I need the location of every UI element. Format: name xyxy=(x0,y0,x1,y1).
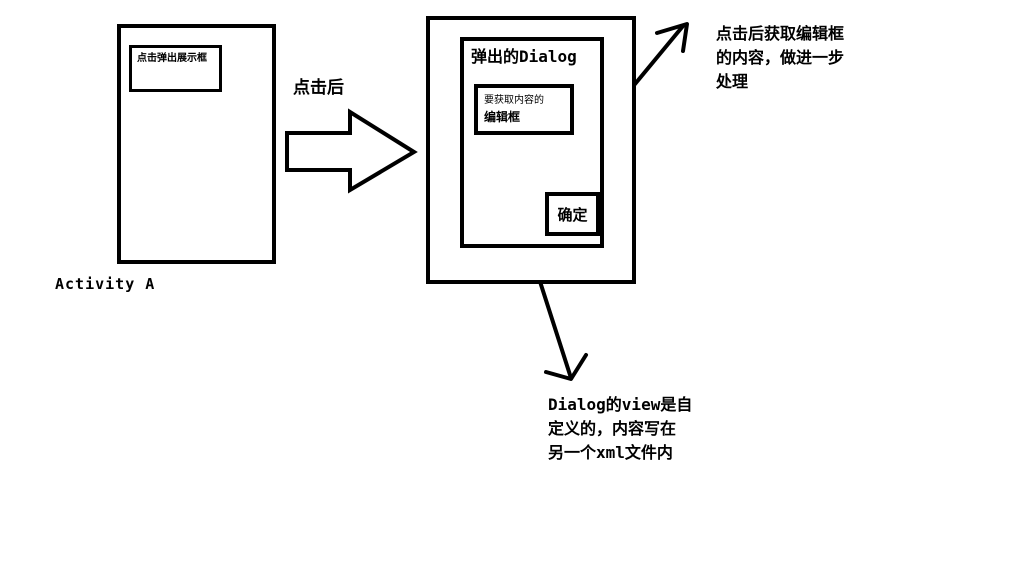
confirm-button-label: 确定 xyxy=(557,205,588,224)
edit-text-field[interactable]: 要获取内容的 编辑框 xyxy=(474,84,574,135)
confirm-note: 点击后获取编辑框 的内容，做进一步 处理 xyxy=(716,22,844,94)
confirm-note-line-1: 点击后获取编辑框 xyxy=(716,24,845,43)
transition-label: 点击后 xyxy=(293,78,344,98)
edit-text-line-1: 要获取内容的 xyxy=(484,95,544,106)
transition-arrow xyxy=(285,108,418,194)
view-note-line-1: Dialog的view是自 xyxy=(548,395,693,414)
dialog-window xyxy=(460,37,604,248)
confirm-note-arrowhead xyxy=(655,22,689,53)
view-note: Dialog的view是自 定义的，内容写在 另一个xml文件内 xyxy=(548,393,692,465)
confirm-note-line-3: 处理 xyxy=(716,72,749,91)
view-note-line-3: 另一个xml文件内 xyxy=(548,443,673,462)
confirm-button[interactable]: 确定 xyxy=(545,192,600,236)
activity-a-label: Activity A xyxy=(55,275,156,293)
dialog-title: 弹出的Dialog xyxy=(471,47,577,66)
edit-text-line-2: 编辑框 xyxy=(484,110,521,124)
confirm-note-line-2: 的内容，做进一步 xyxy=(716,48,845,67)
view-note-line-2: 定义的，内容写在 xyxy=(548,419,677,438)
show-dialog-button[interactable]: 点击弹出展示框 xyxy=(129,45,222,92)
show-dialog-button-label: 点击弹出展示框 xyxy=(137,53,207,64)
view-note-arrowhead xyxy=(544,353,588,381)
